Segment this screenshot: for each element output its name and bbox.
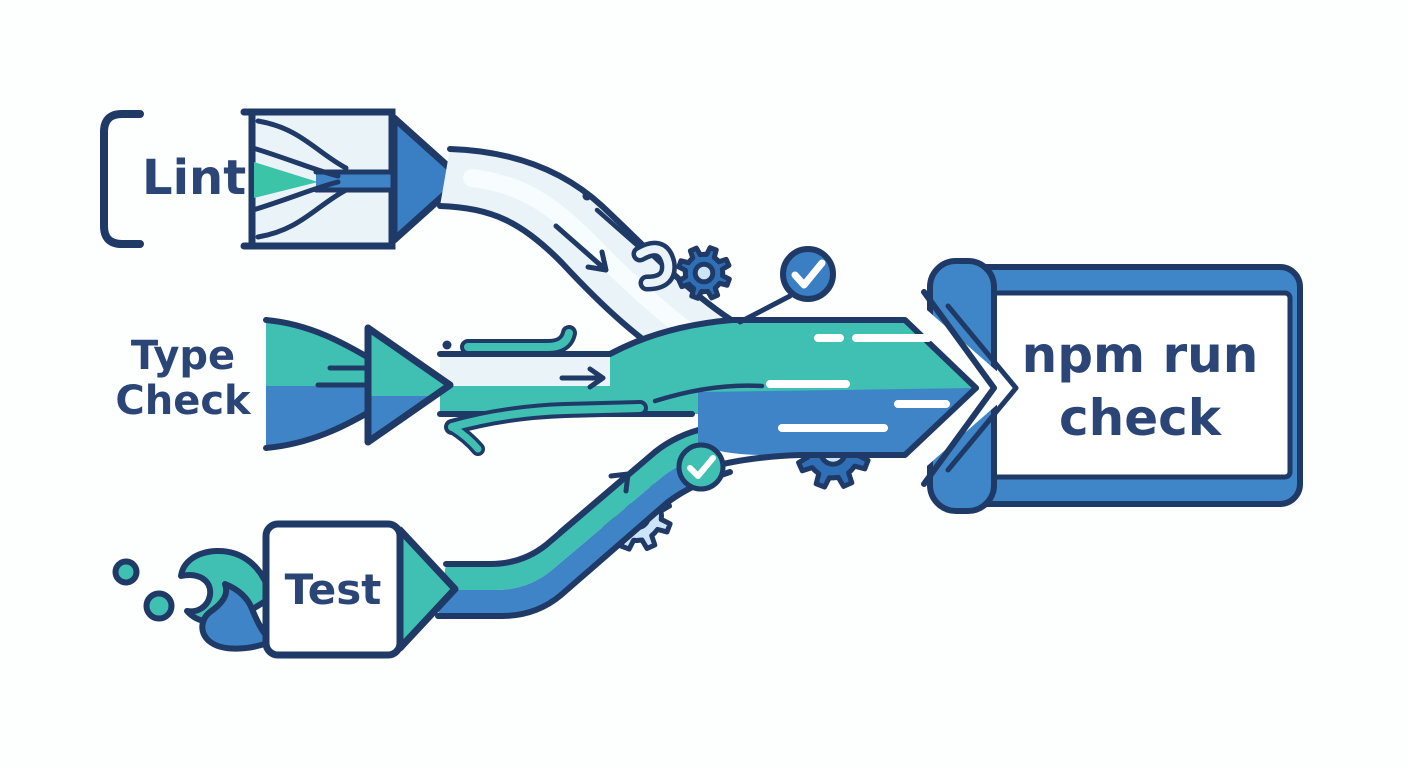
splash-icon xyxy=(178,547,273,652)
flow-arrow-icon xyxy=(557,471,631,535)
command-capsule xyxy=(895,258,1303,514)
test-group xyxy=(112,425,733,659)
test-arrow-icon xyxy=(396,526,459,652)
merged-pipe xyxy=(607,317,979,473)
check-circle-icon xyxy=(737,246,836,325)
streak-icon xyxy=(442,325,577,355)
funnel-icon xyxy=(240,108,466,250)
command-label: npm run check xyxy=(1021,326,1259,447)
flow-arrow-icon xyxy=(559,366,606,390)
test-label: Test xyxy=(284,565,382,614)
motion-line xyxy=(594,207,642,250)
check-circle-icon xyxy=(676,442,726,492)
gear-icon xyxy=(676,245,732,301)
lint-label: Lint xyxy=(142,150,247,206)
type-check-label: Type Check xyxy=(115,333,251,424)
streak-fork-icon xyxy=(444,400,648,456)
droplet-icon xyxy=(143,590,175,622)
funnel-arrow-icon xyxy=(390,114,466,244)
flow-arrow-icon xyxy=(553,223,609,273)
dot-icon xyxy=(582,191,592,201)
pipe-hook-icon xyxy=(631,240,677,292)
bracket-icon xyxy=(100,110,144,248)
droplet-icon xyxy=(112,558,140,586)
